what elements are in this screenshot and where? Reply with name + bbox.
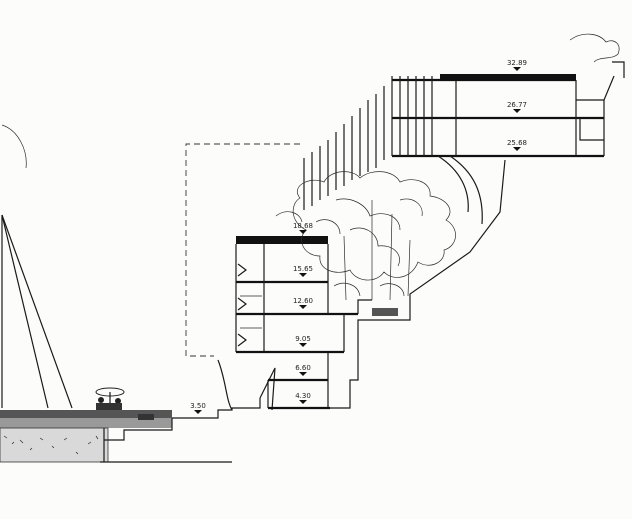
dashed-outline [185,143,300,357]
level-label-32-89: 32.89 [507,59,527,67]
level-label-6-60: 6.60 [295,364,311,372]
lower-building [235,236,398,410]
stepped-louvres [303,76,483,225]
terrain-profile [172,159,506,419]
upper-building [392,33,625,158]
left-pylon [1,124,73,409]
level-label-18-68: 18.68 [293,222,313,230]
level-label-15-65: 15.65 [293,265,313,273]
level-labels: 32.89 26.77 25.68 18.68 15.65 12.60 9.05… [190,59,527,410]
level-label-4-30: 4.30 [295,392,311,400]
level-label-9-05: 9.05 [295,335,311,343]
level-markers [194,67,521,414]
foliage [275,171,456,301]
level-label-12-60: 12.60 [293,297,313,305]
level-label-3-50: 3.50 [190,402,206,410]
level-label-26-77: 26.77 [507,101,527,109]
ground-base [0,410,232,463]
level-label-25-68: 25.68 [507,139,527,147]
figures-umbrella [95,387,154,420]
